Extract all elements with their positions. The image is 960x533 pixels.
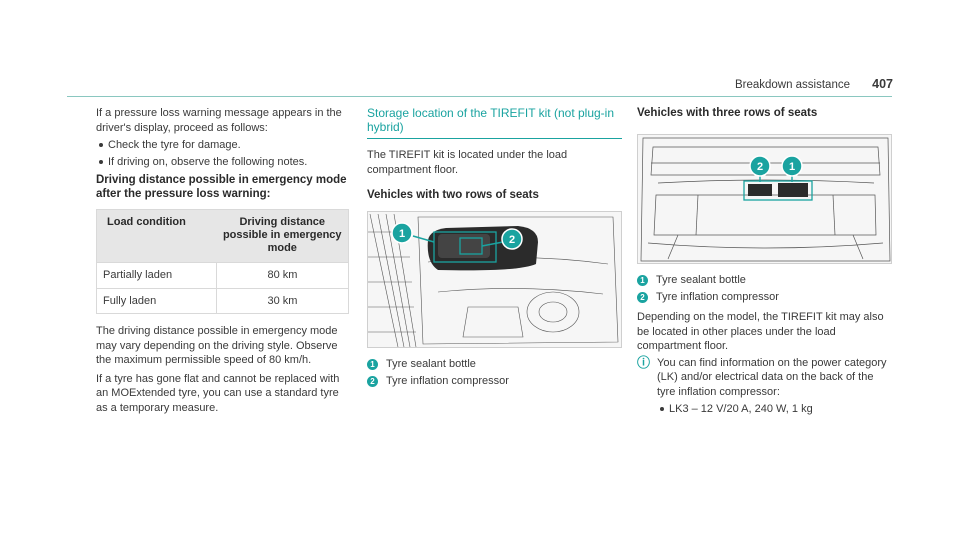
legend-number: 2 xyxy=(367,375,378,387)
illustration-two-rows: 1 2 xyxy=(367,211,622,348)
table-cell: Fully laden xyxy=(96,287,217,314)
legend-item: 2 Tyre inflation compressor xyxy=(367,374,622,389)
intro-paragraph: If a pressure loss warning message appea… xyxy=(96,107,342,134)
legend-text: Tyre sealant bottle xyxy=(656,274,746,286)
callout-label: 2 xyxy=(757,161,763,173)
legend-text: Tyre inflation compressor xyxy=(386,374,509,387)
table-header: Driving distance possible in emergency m… xyxy=(216,209,349,263)
table-cell: 80 km xyxy=(216,262,349,288)
callout-marker xyxy=(391,222,413,244)
legend-item: 2 Tyre inflation compressor xyxy=(637,290,892,305)
table-row: Partially laden 80 km xyxy=(96,262,349,288)
check-list: Check the tyre for damage. If driving on… xyxy=(96,138,351,169)
legend: 1 Tyre sealant bottle 2 Tyre inflation c… xyxy=(367,357,622,388)
info-note: ⓘ You can find information on the power … xyxy=(637,354,892,417)
callout-label: 2 xyxy=(509,234,515,246)
callout-label: 1 xyxy=(789,161,795,173)
callout-marker xyxy=(781,155,803,177)
legend-text: Tyre inflation compressor xyxy=(656,290,779,303)
paragraph: The TIREFIT kit is located under the loa… xyxy=(367,149,568,176)
list-item: LK3 – 12 V/20 A, 240 W, 1 kg xyxy=(657,402,892,417)
list-item: Check the tyre for damage. xyxy=(96,138,351,153)
table-row: Fully laden 30 km xyxy=(96,287,349,314)
legend-item: 1 Tyre sealant bottle xyxy=(637,273,892,288)
column-middle: Storage location of the TIREFIT kit (not… xyxy=(367,106,622,390)
callout-label: 1 xyxy=(399,228,405,240)
section-title: Breakdown assistance xyxy=(734,79,850,91)
callout-marker xyxy=(749,155,771,177)
legend-item: 1 Tyre sealant bottle xyxy=(367,357,622,372)
spec-list: LK3 – 12 V/20 A, 240 W, 1 kg xyxy=(657,402,892,417)
section-title: Storage location of the TIREFIT kit (not… xyxy=(367,106,615,134)
table-cell: Partially laden xyxy=(96,262,217,288)
paragraph: The driving distance possible in emergen… xyxy=(96,325,338,366)
illustration-three-rows: 2 1 xyxy=(637,134,892,264)
table-header: Load condition xyxy=(96,209,217,263)
paragraph: If a tyre has gone flat and cannot be re… xyxy=(96,372,340,414)
callout-marker xyxy=(501,228,523,250)
legend-text: Tyre sealant bottle xyxy=(386,358,476,370)
subheading: Vehicles with two rows of seats xyxy=(367,189,539,201)
trunk-illustration: 1 2 xyxy=(368,212,621,347)
list-item: If driving on, observe the following not… xyxy=(96,155,351,170)
info-icon: ⓘ xyxy=(637,354,651,370)
section-heading: Driving distance possible in emergency m… xyxy=(96,174,347,200)
legend-number: 1 xyxy=(367,359,378,370)
header-rule xyxy=(67,96,892,97)
trunk-illustration: 2 1 xyxy=(638,135,891,263)
table-cell: 30 km xyxy=(216,287,349,314)
title-rule xyxy=(367,138,622,139)
legend: 1 Tyre sealant bottle 2 Tyre inflation c… xyxy=(637,273,892,304)
column-left: If a pressure loss warning message appea… xyxy=(96,106,351,415)
paragraph: Depending on the model, the TIREFIT kit … xyxy=(637,311,884,352)
distance-table: Load condition Driving distance possible… xyxy=(96,209,349,314)
column-right: Vehicles with three rows of seats xyxy=(637,106,892,417)
note-text: You can find information on the power ca… xyxy=(657,356,887,398)
legend-number: 2 xyxy=(637,291,648,303)
legend-number: 1 xyxy=(637,275,648,286)
page-number: 407 xyxy=(872,77,893,91)
subheading: Vehicles with three rows of seats xyxy=(637,107,818,119)
